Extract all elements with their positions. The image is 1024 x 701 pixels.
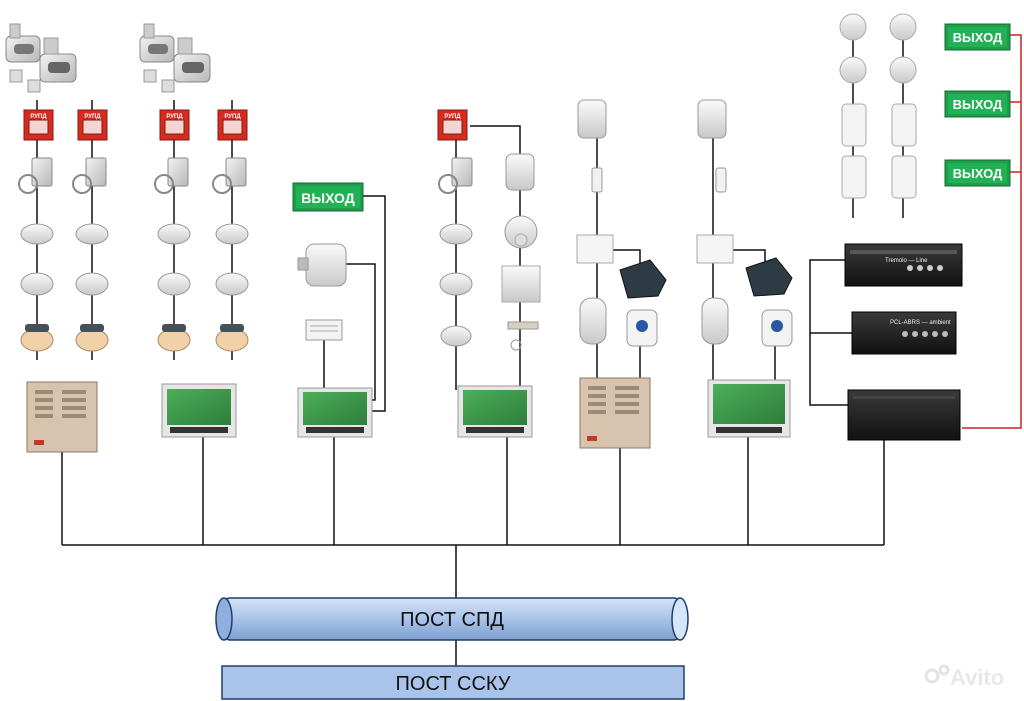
- camera-icon: [161, 37, 211, 93]
- amplifier-brand-label: Tremolo — Line: [885, 258, 928, 264]
- manual-call-point-3: РУПД: [159, 109, 190, 141]
- exit-sign-right-3: ВЫХОД: [944, 159, 1011, 187]
- call-point-label: РУПД: [224, 114, 241, 120]
- exit-sign-label: ВЫХОД: [953, 30, 1003, 45]
- manual-call-point-4: РУПД: [217, 109, 248, 141]
- manual-call-point-2: РУПД: [77, 109, 108, 141]
- exit-sign-label: ВЫХОД: [953, 97, 1003, 112]
- video-camera-group-1: [5, 23, 77, 93]
- camera-icon: [5, 23, 41, 83]
- pir-detector-icon: [579, 297, 729, 345]
- avito-watermark: Avito: [924, 664, 1004, 690]
- amplifier-brand-label: PCL-ABRS — ambient: [890, 320, 951, 326]
- manual-call-point-5: РУПД: [437, 109, 468, 141]
- video-camera-group-2: [139, 23, 211, 93]
- motion-detector-icon: [577, 99, 727, 139]
- controller-board: [161, 383, 237, 438]
- post-ssku-bus: ПОСТ ССКУ: [221, 665, 685, 700]
- camera-icon: [27, 37, 77, 93]
- watermark-text: Avito: [950, 665, 1004, 690]
- amplifier-bottom: [847, 389, 961, 441]
- post-ssku-label: ПОСТ ССКУ: [396, 673, 511, 695]
- amplifier-top: Tremolo — Line: [844, 243, 963, 287]
- sounder-icon: [297, 243, 347, 287]
- call-point-label: РУПД: [444, 114, 461, 120]
- exit-sign-wiring: [962, 34, 1022, 429]
- wall-sensor-icon: [501, 265, 541, 303]
- controller-board: [707, 379, 791, 438]
- exit-sign-right-1: ВЫХОД: [944, 23, 1011, 51]
- exit-sign-left: ВЫХОД: [292, 182, 364, 212]
- smoke-detector-row-1: [20, 223, 473, 245]
- panic-pedal-icon: [619, 257, 793, 299]
- exit-sign-right-2: ВЫХОД: [944, 90, 1011, 118]
- door-contact-icon: [507, 321, 539, 351]
- junction-box-row: [31, 157, 473, 187]
- strobe-lamp-icon: [305, 319, 343, 341]
- call-point-label: РУПД: [84, 114, 101, 120]
- expander-module-icon: [576, 234, 734, 264]
- glass-break-sensor-icon: [504, 215, 538, 249]
- fire-control-panel-1: [26, 381, 98, 453]
- wall-speaker-row: [841, 103, 917, 199]
- camera-icon: [139, 23, 175, 83]
- controller-board: [297, 387, 373, 438]
- manual-call-point-1: РУПД: [23, 109, 54, 141]
- fire-control-panel-2: [579, 377, 651, 449]
- heat-detector-row: [20, 324, 472, 352]
- controller-board: [457, 385, 533, 438]
- ceiling-detector-icon: [626, 309, 793, 347]
- smoke-detector-row-2: [20, 272, 473, 296]
- exit-sign-label: ВЫХОД: [953, 166, 1003, 181]
- post-spd-bus: ПОСТ СПД: [215, 597, 689, 641]
- call-point-label: РУПД: [30, 114, 47, 120]
- exit-sign-label: ВЫХОД: [301, 190, 354, 206]
- motion-sensor-icon: [505, 153, 535, 191]
- ceiling-speaker-row: [839, 13, 917, 84]
- post-spd-label: ПОСТ СПД: [400, 609, 504, 631]
- bell-siren-row: [18, 174, 458, 194]
- magnetic-contact-icon: [591, 167, 727, 193]
- amplifier-middle: PCL-ABRS — ambient: [851, 311, 957, 355]
- call-point-label: РУПД: [166, 114, 183, 120]
